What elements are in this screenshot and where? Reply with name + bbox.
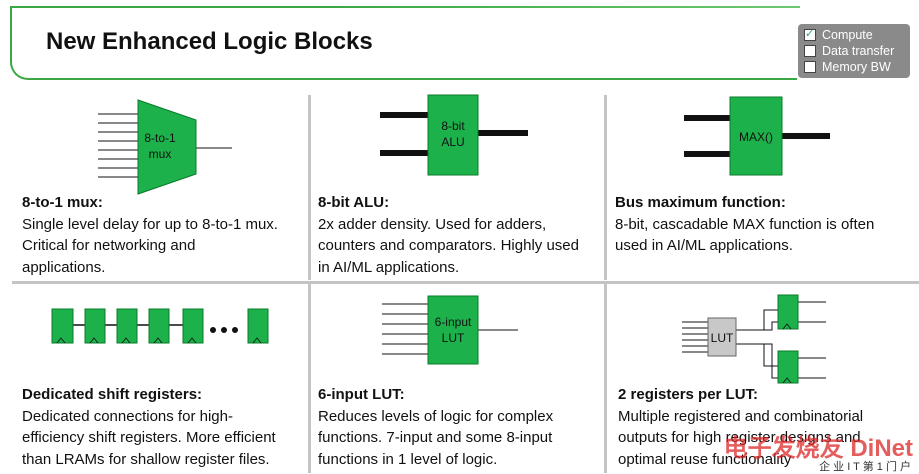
page-title: New Enhanced Logic Blocks xyxy=(46,28,373,55)
register-1 xyxy=(51,308,74,344)
block-line: in AI/ML applications. xyxy=(318,258,460,276)
lut6-label-2: LUT xyxy=(442,331,465,345)
grid-divider-v2 xyxy=(604,95,607,280)
legend-box: Compute Data transfer Memory BW xyxy=(798,24,910,78)
block-line: Single level delay for up to 8-to-1 mux. xyxy=(22,215,278,233)
block-line: Critical for networking and xyxy=(22,237,196,254)
watermark-subtext: 企 业 I T 第 1 门 户 xyxy=(819,461,911,473)
checkbox-checked-icon[interactable] xyxy=(804,27,816,41)
block-lut6-text: 6-input LUT: Reduces levels of logic for… xyxy=(318,384,603,470)
block-mux-text: 8-to-1 mux: Single level delay for up to… xyxy=(22,192,307,278)
checkbox-icon[interactable] xyxy=(804,45,816,57)
block-line: functions in 1 level of logic. xyxy=(318,450,498,468)
grid-divider-v4 xyxy=(604,284,607,473)
lut6-label-1: 6-input xyxy=(435,315,472,329)
legend-item-compute[interactable]: Compute xyxy=(804,27,904,43)
mux-shape xyxy=(137,99,197,195)
title-border xyxy=(10,6,800,8)
register-bottom xyxy=(777,350,799,384)
checkbox-icon[interactable] xyxy=(804,61,816,73)
block-heading: 2 registers per LUT: xyxy=(618,386,759,403)
mux-label-2: mux xyxy=(149,147,172,161)
max-shape xyxy=(729,96,783,176)
block-heading: Dedicated shift registers: xyxy=(22,386,203,403)
lut6-diagram: 6-input LUT xyxy=(382,295,518,365)
register-3 xyxy=(116,308,138,344)
title-frame xyxy=(10,8,797,80)
grid-divider-v3 xyxy=(308,284,311,473)
block-line: counters and comparators. Highly used xyxy=(318,237,579,254)
register-6 xyxy=(247,308,269,344)
register-5 xyxy=(182,308,204,344)
legend-label: Compute xyxy=(822,28,873,42)
block-alu-text: 8-bit ALU: 2x adder density. Used for ad… xyxy=(318,192,603,278)
mux-label-1: 8-to-1 xyxy=(144,131,176,145)
block-line: efficiency shift registers. More efficie… xyxy=(22,429,276,446)
block-line: Dedicated connections for high- xyxy=(22,407,233,425)
legend-item-memory-bw[interactable]: Memory BW xyxy=(804,59,904,75)
block-line: used in AI/ML applications. xyxy=(615,237,793,254)
block-line: optimal reuse functionality xyxy=(618,450,792,468)
alu-label-1: 8-bit xyxy=(441,119,465,133)
shift-register-diagram xyxy=(51,308,269,344)
lut-registers-diagram: LUT xyxy=(682,294,826,384)
block-shift-text: Dedicated shift registers: Dedicated con… xyxy=(22,384,307,470)
watermark-logo: 电子发烧友 DiNet 企 业 I T 第 1 门 户 xyxy=(700,410,919,473)
block-line: 2x adder density. Used for adders, xyxy=(318,215,547,233)
block-line: functions. 7-input and some 8-input xyxy=(318,429,553,446)
grid-divider-h xyxy=(12,281,919,284)
max-label: MAX() xyxy=(739,130,773,144)
block-heading: 8-bit ALU: xyxy=(318,194,390,211)
register-4 xyxy=(148,308,170,344)
alu-shape xyxy=(427,94,479,176)
lut-shape xyxy=(707,317,737,357)
alu-label-2: ALU xyxy=(441,135,464,149)
legend-label: Data transfer xyxy=(822,44,895,58)
alu-diagram: 8-bit ALU xyxy=(380,94,528,176)
block-line: applications. xyxy=(22,258,106,276)
block-max-text: Bus maximum function: 8-bit, cascadable … xyxy=(615,192,915,257)
register-2 xyxy=(84,308,106,344)
block-heading: 6-input LUT: xyxy=(318,386,405,403)
legend-item-data-transfer[interactable]: Data transfer xyxy=(804,43,904,59)
grid-divider-v1 xyxy=(308,95,311,280)
block-lut-reg-text: 2 registers per LUT: Multiple registered… xyxy=(618,384,918,470)
block-heading: 8-to-1 mux: xyxy=(22,194,103,211)
lut-label: LUT xyxy=(711,331,734,345)
max-diagram: MAX() xyxy=(684,96,830,176)
ellipsis-dots xyxy=(210,327,238,333)
block-line: Reduces levels of logic for complex xyxy=(318,407,554,425)
block-line: 8-bit, cascadable MAX function is often xyxy=(615,215,875,233)
legend-label: Memory BW xyxy=(822,60,891,74)
block-line: Multiple registered and combinatorial xyxy=(618,407,864,425)
block-line: than LRAMs for shallow register files. xyxy=(22,450,270,468)
block-line: outputs for high register designs and xyxy=(618,429,861,446)
register-top xyxy=(777,294,799,330)
lut6-shape xyxy=(427,295,479,365)
block-heading: Bus maximum function: xyxy=(615,194,786,211)
mux-diagram: 8-to-1 mux xyxy=(98,99,232,195)
watermark-text: 电子发烧友 DiNet xyxy=(723,435,913,462)
